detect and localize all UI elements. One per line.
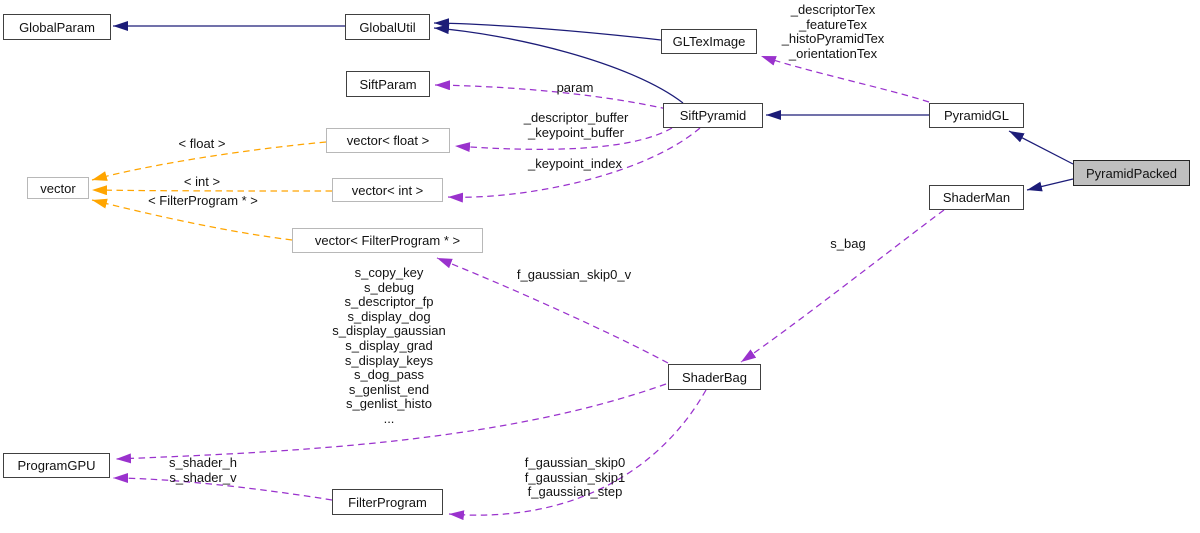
- edge-shaderbag-programgpu: [115, 383, 667, 464]
- edge-label-line: _descriptorTex: [790, 2, 876, 17]
- class-node-siftpyramid[interactable]: SiftPyramid: [663, 103, 763, 128]
- edge-shaderman-shaderbag: [740, 209, 945, 363]
- edge-label-line: f_gaussian_step: [527, 484, 623, 500]
- edge-label-s-shader: s_shader_h s_shader_v: [169, 455, 237, 485]
- edge-label-template-int: < int >: [183, 174, 221, 189]
- edge-pyramidgl-glteximage: [760, 55, 930, 103]
- edge-label-line: s_display_gaussian: [332, 323, 446, 339]
- edge-label-template-filterprogram: < FilterProgram * >: [148, 193, 258, 208]
- edge-vectorint-vector: [91, 185, 333, 196]
- class-node-vector-float[interactable]: vector< float >: [326, 128, 450, 153]
- edge-label-f-gaussian-skip0-v: f_gaussian_skip0_v: [516, 267, 632, 282]
- class-node-pyramidpacked: PyramidPacked: [1073, 160, 1190, 186]
- edge-label-line: s_shader_h: [169, 455, 237, 470]
- edge-pyramidpacked-pyramidgl: [1008, 130, 1074, 165]
- edge-label-param: param: [556, 80, 594, 95]
- edge-label-f-gaussian: f_gaussian_skip0 f_gaussian_skip1 f_gaus…: [524, 455, 626, 500]
- class-node-globalparam[interactable]: GlobalParam: [3, 14, 111, 40]
- edge-label-line: s_display_dog: [347, 308, 431, 324]
- edge-label-line: _orientationTex: [788, 45, 878, 61]
- edge-shaderbag-filterprogram: [448, 389, 707, 521]
- class-node-shaderbag[interactable]: ShaderBag: [668, 364, 761, 390]
- edge-label-line: s_debug: [364, 279, 414, 295]
- class-node-globalutil[interactable]: GlobalUtil: [345, 14, 430, 40]
- edge-label-line: s_display_grad: [345, 337, 433, 353]
- edge-label-line: f_gaussian_skip0: [524, 455, 626, 470]
- edge-shaderbag-vectorfilterprogram: [436, 257, 669, 364]
- class-node-vector-filterprogram[interactable]: vector< FilterProgram * >: [292, 228, 483, 253]
- edge-label-s-bag: s_bag: [830, 236, 866, 251]
- edge-label-pyramidgl-glteximage: _descriptorTex _featureTex _histoPyramid…: [781, 2, 885, 61]
- edge-vectorfilterprogram-vector: [91, 198, 293, 241]
- edge-vectorfloat-vector: [91, 141, 327, 181]
- edge-label-template-float: < float >: [178, 136, 226, 151]
- class-node-pyramidgl[interactable]: PyramidGL: [929, 103, 1024, 128]
- edge-label-line: ...: [383, 410, 395, 426]
- edge-label-line: s_copy_key: [354, 265, 424, 280]
- edge-label-line: s_display_keys: [344, 352, 434, 368]
- class-node-vector-int[interactable]: vector< int >: [332, 178, 443, 202]
- edge-siftpyramid-vectorfloat: [454, 127, 673, 153]
- edge-filterprogram-programgpu: [112, 473, 333, 501]
- edge-siftpyramid-globalutil: [433, 24, 684, 104]
- edge-label-line: s_genlist_histo: [346, 396, 432, 412]
- edge-label-line: s_genlist_end: [348, 381, 430, 397]
- edge-label-buffers: _descriptor_buffer _keypoint_buffer: [523, 110, 629, 140]
- edge-label-line: s_dog_pass: [353, 367, 425, 383]
- edge-label-line: _keypoint_buffer: [528, 124, 624, 140]
- edge-label-line: s_descriptor_fp: [344, 294, 434, 310]
- class-node-glteximage[interactable]: GLTexImage: [661, 29, 757, 54]
- class-node-filterprogram[interactable]: FilterProgram: [332, 489, 443, 515]
- edge-siftpyramid-siftparam: [434, 80, 668, 110]
- edge-label-line: _descriptor_buffer: [523, 110, 629, 125]
- edge-label-line: f_gaussian_skip1: [524, 469, 626, 485]
- edge-siftpyramid-vectorint: [447, 127, 701, 203]
- class-node-vector[interactable]: vector: [27, 177, 89, 199]
- edge-label-line: s_shader_v: [169, 469, 237, 485]
- class-node-programgpu[interactable]: ProgramGPU: [3, 453, 110, 478]
- edge-label-line: _featureTex: [799, 16, 867, 32]
- class-node-shaderman[interactable]: ShaderMan: [929, 185, 1024, 210]
- edge-label-shaderbag-programgpu: s_copy_key s_debug s_descriptor_fp s_dis…: [332, 265, 446, 427]
- class-node-siftparam[interactable]: SiftParam: [346, 71, 430, 97]
- edge-glteximage-globalutil: [433, 18, 662, 41]
- edge-label-line: _histoPyramidTex: [781, 31, 885, 47]
- edge-pyramidpacked-shaderman: [1026, 178, 1074, 192]
- edge-label-keypoint-index: _keypoint_index: [528, 156, 622, 171]
